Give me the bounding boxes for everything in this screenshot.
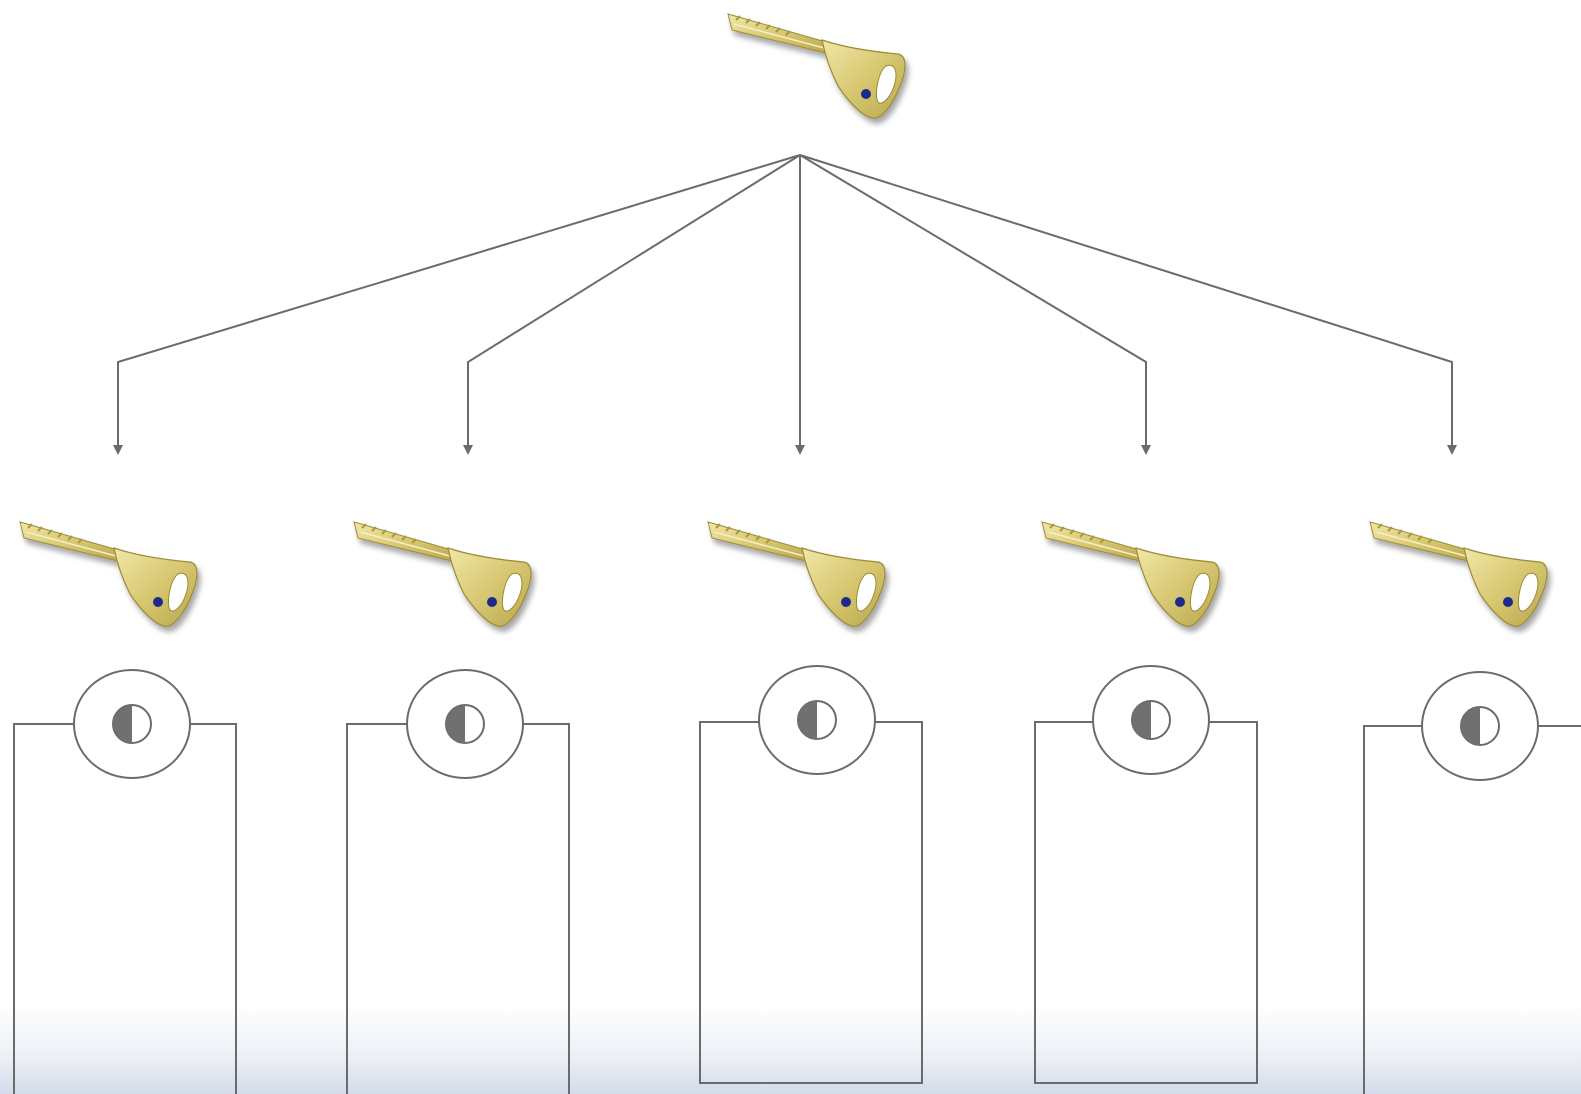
door-unit-1 [13,669,237,1094]
child-key-icon [707,521,886,628]
connector-line-2 [463,154,801,455]
door-outline [346,723,570,1094]
lock-cylinder-half [1132,701,1151,739]
door-outline [699,721,923,1084]
connector-lines [113,154,1457,455]
door-outline [1363,725,1581,1094]
connector-line-4 [799,154,1151,455]
lock-cylinder-half [113,705,132,743]
connector-line-1 [113,154,801,455]
master-key-icon [727,13,906,120]
door-unit-3 [699,665,923,1084]
door-unit-5 [1363,671,1581,1094]
door-unit-2 [346,669,570,1094]
door-outline [13,723,237,1094]
connector-line-5 [799,154,1457,455]
child-key-icon [353,521,532,628]
background-gradient [0,1004,1581,1094]
lock-cylinder-half [446,705,465,743]
door-outline [1034,721,1258,1084]
child-key-icon [19,521,198,628]
lock-cylinder-half [1461,707,1480,745]
door-unit-4 [1034,665,1258,1084]
lock-cylinder-half [798,701,817,739]
child-key-icon [1369,521,1548,628]
child-key-icon [1041,521,1220,628]
